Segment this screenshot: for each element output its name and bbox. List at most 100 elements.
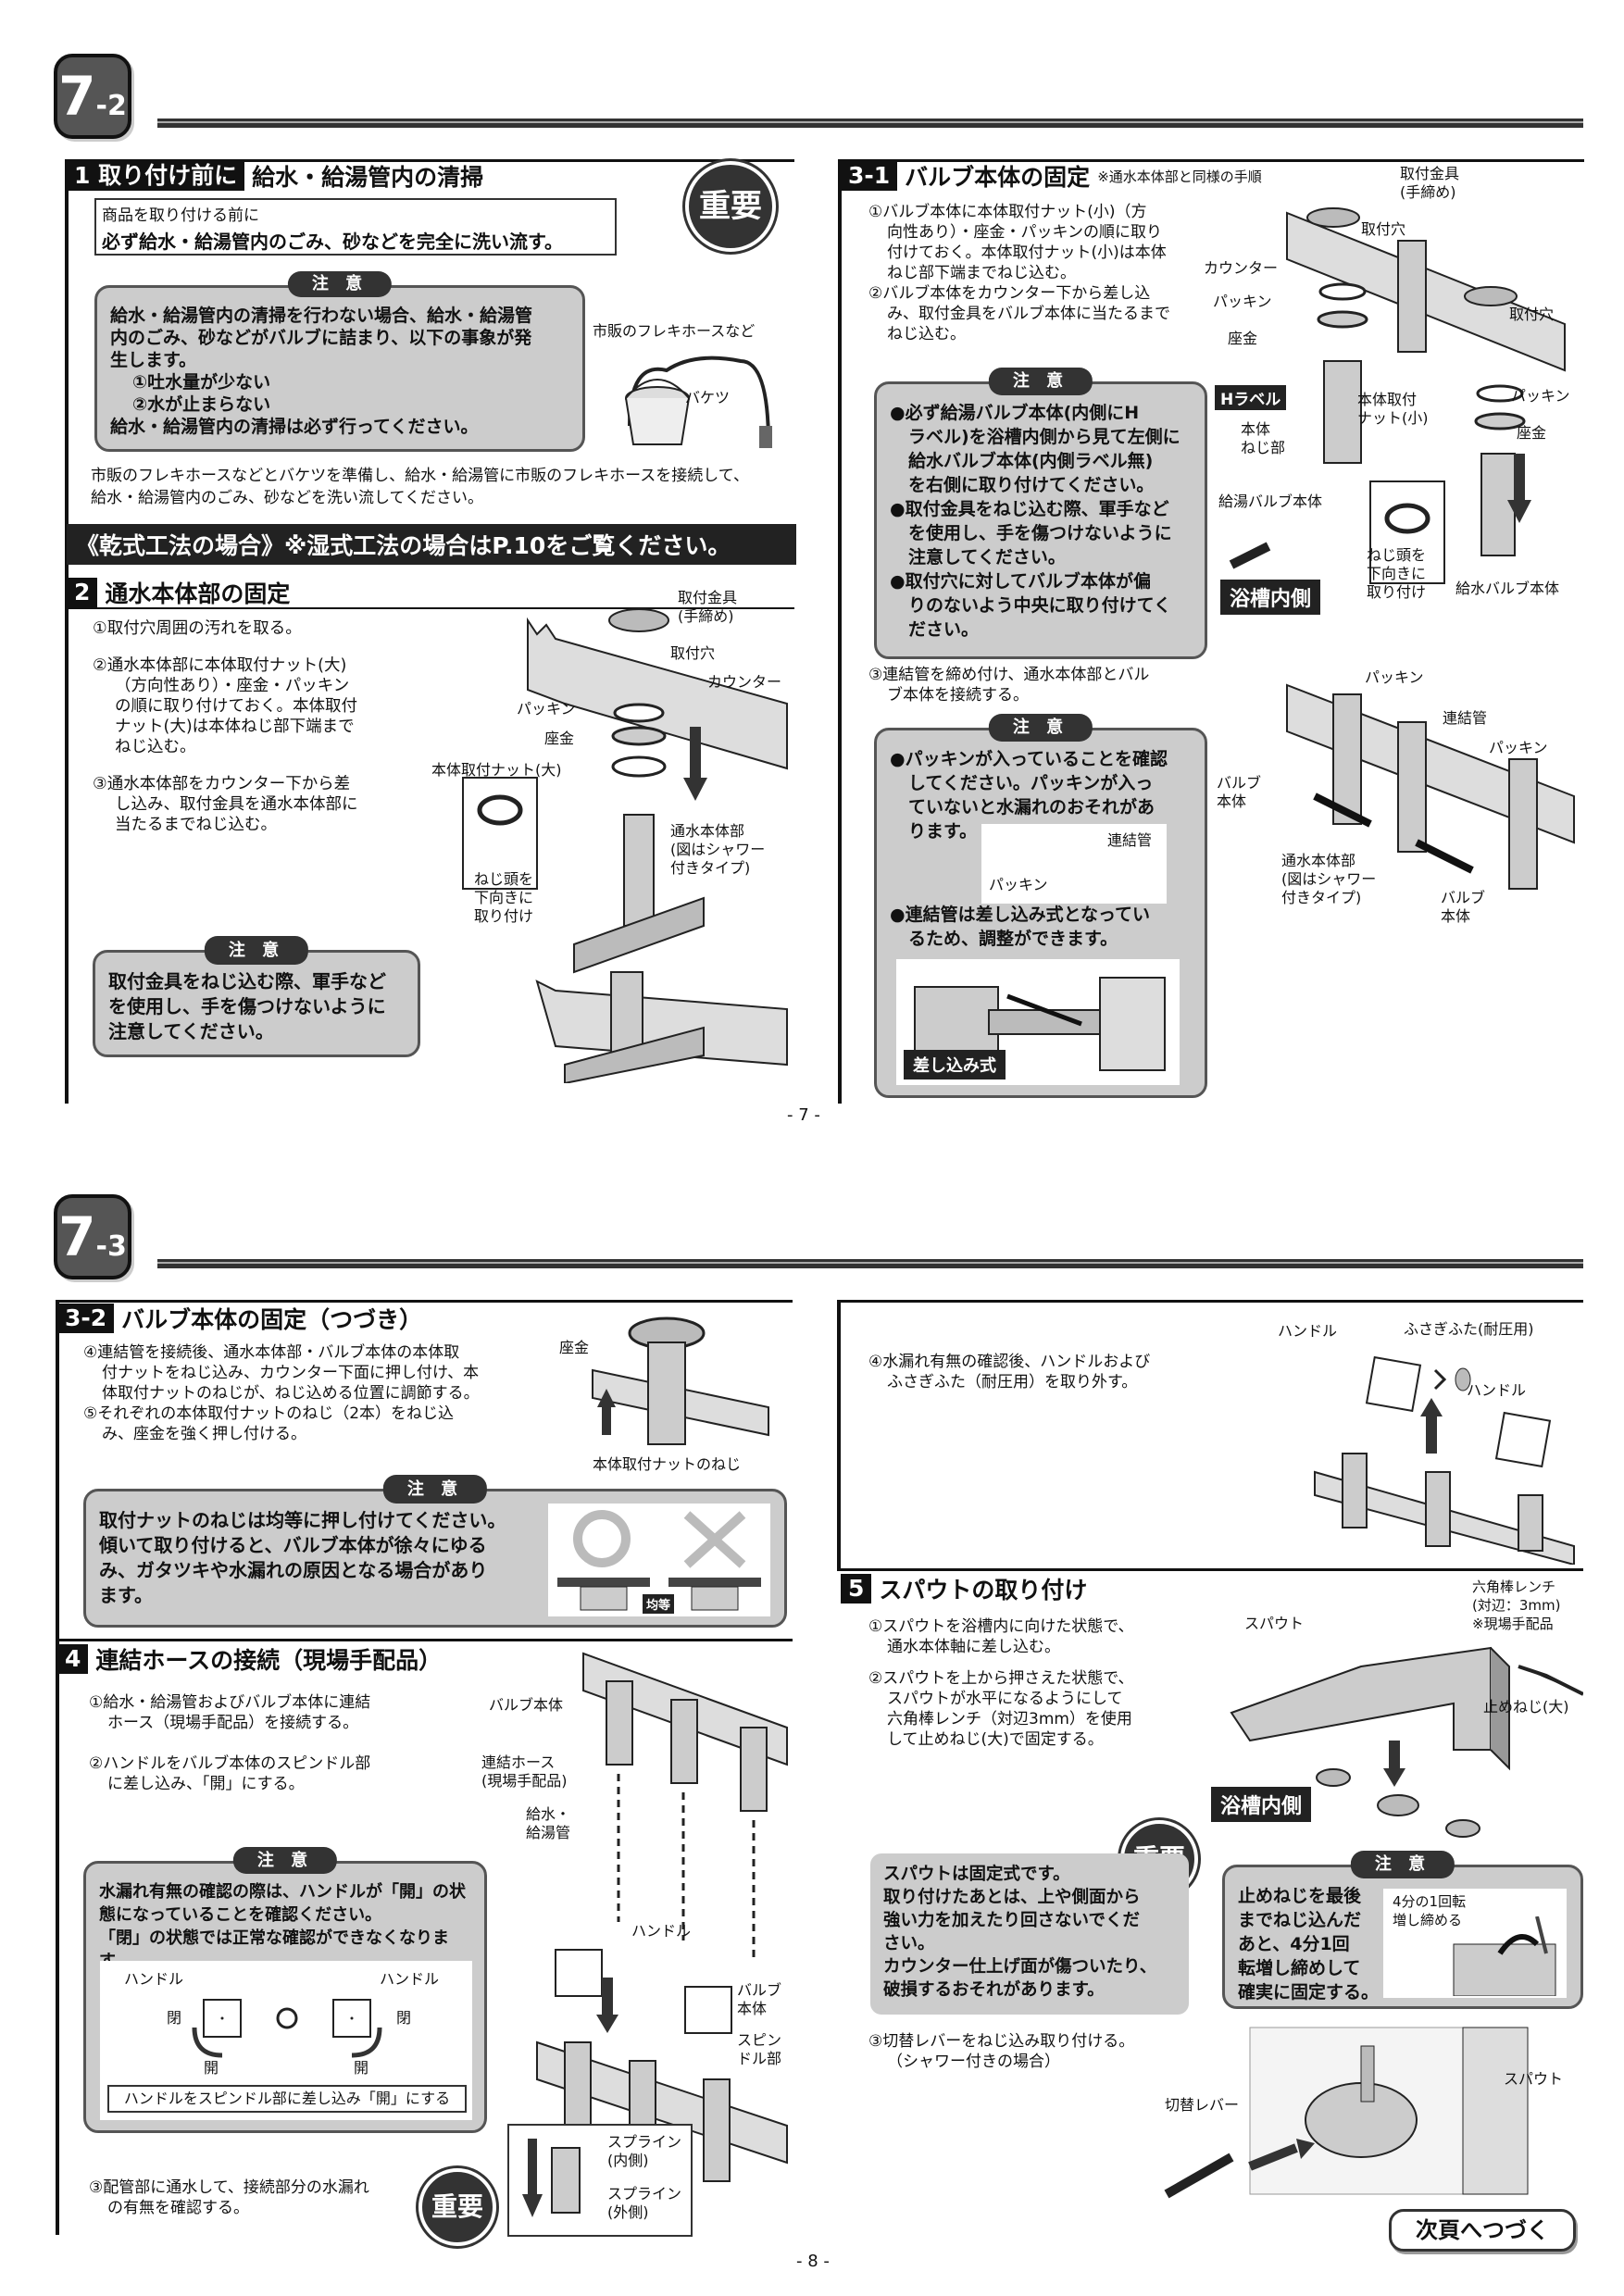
remove-handle-instructions: ④水漏れ有無の確認後、ハンドルおよび ふさぎふた（耐圧用）を取り外す。 [868, 1353, 1151, 1391]
dry-method-bar: 《乾式工法の場合》※湿式工法の場合はP.10をご覧ください。 [67, 524, 796, 565]
divider [56, 1639, 793, 1641]
divider [67, 607, 794, 609]
insert-type-label: 差し込み式 [904, 1050, 1006, 1079]
even-label: 均等 [643, 1594, 675, 1614]
header-rule [157, 119, 1583, 128]
step5-heading: 5 スパウトの取り付け [841, 1572, 1087, 1605]
label-hole: 取付穴 [1361, 220, 1406, 238]
label-screw-head: ねじ頭を 下向きに 取り付け [1367, 546, 1427, 601]
label-nut: 本体取付 ナット(小) [1357, 391, 1429, 427]
handle-open-diagram [192, 1999, 382, 2058]
valve-mount-illustration [1229, 207, 1566, 584]
label-washer: 座金 [1228, 330, 1258, 347]
label-body: 通水本体部 (図はシャワー 付きタイプ) [1281, 852, 1377, 906]
step5-number: 5 [841, 1574, 872, 1603]
label-body: 通水本体部 (図はシャワー 付きタイプ) [670, 822, 766, 877]
label-packing: パッキン [517, 700, 576, 718]
step1-number: 1 取り付け前に [67, 161, 245, 191]
nut-screw-illustration [592, 1316, 769, 1445]
spline-inset [507, 2124, 693, 2237]
diagram-close-left: 閉 [167, 2009, 182, 2027]
column-divider [65, 159, 69, 1104]
quarter-turn-label: 4分の1回転 増し締める [1393, 1893, 1467, 1928]
label-washer: 座金 [544, 730, 575, 747]
caution-box: 注 意 取付金具をねじ込む際、軍手など を使用し、手を傷つけないように 注意して… [93, 936, 420, 1057]
label-hot-valve: 給湯バルブ本体 [1218, 493, 1323, 510]
caution-box: 注 意 給水・給湯管内の清掃を行わない場合、給水・給湯管 内のごみ、砂などがバル… [94, 271, 585, 452]
section-badge: 7-2 [54, 54, 131, 139]
connect-illustration [1286, 683, 1575, 890]
caution-tag: 注 意 [988, 368, 1093, 395]
header-rule [157, 1259, 1583, 1268]
label-spline-in: スプライン (内側) [607, 2133, 682, 2169]
column-divider [837, 1300, 841, 1568]
page-number: - 8 - [796, 2252, 830, 2271]
caution-line: 給水・給湯管内の清掃を行わない場合、給水・給湯管 [110, 306, 533, 326]
prep-box-small: 商品を取り付ける前に [102, 206, 259, 225]
label-thread: 本体 ねじ部 [1241, 420, 1286, 456]
caution-line: ①吐水量が少ない [132, 372, 271, 393]
page-number: - 7 - [787, 1105, 820, 1125]
step4-instructions: ①給水・給湯管およびバルブ本体に連結 ホース（現場手配品）を接続する。 ②ハンド… [89, 1693, 371, 1793]
label-cap: ふさぎふた(耐圧用) [1404, 1320, 1534, 1338]
diagram-caption: ハンドルをスピンドル部に差し込み「開」にする [107, 2085, 467, 2113]
label-hose: 連結ホース (現場手配品) [481, 1753, 568, 1790]
next-page-label: 次頁へつづく [1389, 2209, 1576, 2252]
label-cold-valve: 給水バルブ本体 [1455, 580, 1560, 597]
step2-number: 2 [67, 578, 98, 607]
label-nut-screw: 本体取付ナットのねじ [593, 1455, 742, 1473]
tub-side-label: 浴槽内側 [1220, 580, 1321, 615]
step31-heading: 3-1 バルブ本体の固定 ※通水本体部と同様の手順 [841, 159, 1262, 193]
label-valve2: バルブ 本体 [1441, 889, 1486, 925]
prep-box-strong: 必ず給水・給湯管内のごみ、砂などを完全に洗い流す。 [102, 231, 563, 253]
label-counter: カウンター [707, 673, 782, 691]
label-fitting: 取付金具 (手締め) [1400, 165, 1460, 201]
label-screw-head: ねじ頭を 下向きに 取り付け [474, 870, 534, 925]
label-hole: 取付穴 [670, 644, 716, 662]
caution-tag: 注 意 [988, 714, 1093, 742]
step5-instructions: ①スパウトを浴槽内に向けた状態で、 通水本体軸に差し込む。 ②スパウトを上から押… [868, 1617, 1134, 1749]
label-packing: パッキン [1365, 668, 1424, 686]
label-washer: 座金 [559, 1339, 590, 1356]
caution-line: 生します。 [110, 350, 197, 370]
label-handle: ハンドル [1278, 1322, 1338, 1340]
divider [837, 1300, 1583, 1303]
label-packing: パッキン [1213, 293, 1272, 310]
caution-tag: 注 意 [382, 1475, 488, 1504]
divider [838, 159, 1584, 162]
step2-title: 通水本体部の固定 [105, 580, 291, 607]
prep-box: 商品を取り付ける前に 必ず給水・給湯管内のごみ、砂などを完全に洗い流す。 [94, 198, 617, 256]
label-valve: バルブ 本体 [1217, 774, 1262, 810]
step32-instructions: ④連結管を接続後、通水本体部・バルブ本体の本体取 付ナットをねじ込み、カウンター… [83, 1343, 480, 1443]
step31-number: 3-1 [841, 161, 898, 191]
divider [837, 1568, 1583, 1571]
body-mount-illustration [462, 608, 788, 1083]
label-spindle: スピン ドル部 [737, 2031, 782, 2067]
label-valve2: バルブ 本体 [737, 1981, 782, 2017]
step32-heading: 3-2 バルブ本体の固定（つづき） [57, 1302, 422, 1335]
step1-note: 市販のフレキホースなどとバケツを準備し、給水・給湯管に市販のフレキホースを接続し… [91, 467, 749, 507]
step31-title: バルブ本体の固定 [905, 164, 1091, 191]
inset-packing-label: パッキン [989, 876, 1048, 893]
label-screw: 止めねじ(大) [1483, 1698, 1569, 1716]
label-wrench: 六角棒レンチ (対辺：3mm) ※現場手配品 [1472, 1578, 1561, 1632]
caution-box: 注 意 ●必ず給湯バルブ本体(内側にH ラベル)を浴槽内側から見て左側に 給水バ… [874, 368, 1207, 659]
hose-connect-illustration [536, 1652, 788, 2182]
diagram-open-left: 開 [204, 2059, 219, 2077]
label-pipe: 連結管 [1443, 709, 1488, 727]
inset-pipe-label: 連結管 [1107, 831, 1153, 849]
spline-illustration [522, 2139, 581, 2217]
label-valve: バルブ本体 [489, 1696, 564, 1714]
handle-diagram [100, 1961, 472, 2120]
step31-step3: ③連結管を締め付け、通水本体部とバル ブ本体を接続する。 [868, 666, 1150, 705]
bucket-illustration [625, 356, 772, 448]
step32-number: 3-2 [57, 1304, 115, 1333]
step4-title: 連結ホースの接続（現場手配品） [95, 1647, 443, 1674]
lever-illustration [1164, 2027, 1529, 2199]
step31-subtitle: ※通水本体部と同様の手順 [1097, 168, 1262, 185]
section-badge: 7-3 [54, 1194, 131, 1279]
step32-title: バルブ本体の固定（つづき） [121, 1306, 423, 1333]
label-handle: ハンドル [631, 1922, 692, 1940]
label-fitting: 取付金具 (手締め) [678, 589, 738, 625]
diagram-handle-right: ハンドル [380, 1970, 440, 1988]
